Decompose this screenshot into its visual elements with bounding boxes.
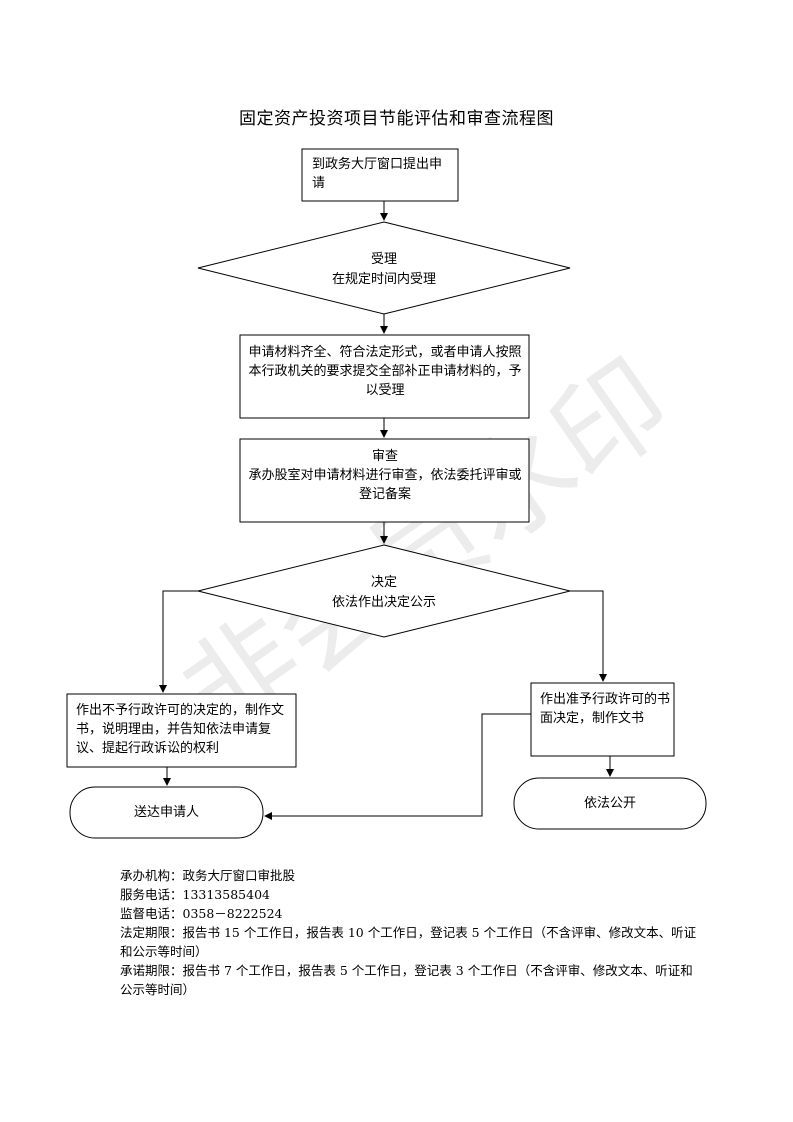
apply-text: 到政务大厅窗口提出申请 bbox=[312, 157, 443, 191]
arrow-approve-deliver bbox=[264, 713, 531, 820]
promise-term-line: 承诺期限：报告书 7 个工作日，报告表 5 个工作日，登记表 3 个工作日（不含… bbox=[120, 963, 693, 997]
supervise-phone-line: 监督电话：0358－8222524 bbox=[120, 906, 283, 921]
org-line: 承办机构：政务大厅窗口审批股 bbox=[120, 868, 296, 883]
arrow-decide-approve bbox=[570, 590, 607, 682]
publish-text: 依法公开 bbox=[583, 796, 636, 811]
materials-text: 申请材料齐全、符合法定形式，或者申请人按照本行政机关的要求提交全部补正申请材料的… bbox=[248, 345, 522, 398]
deliver-text: 送达申请人 bbox=[133, 805, 199, 820]
service-phone-line: 服务电话：13313585404 bbox=[120, 887, 270, 902]
decide-diamond bbox=[197, 544, 571, 638]
accept-desc: 在规定时间内受理 bbox=[331, 272, 436, 287]
accept-title: 受理 bbox=[370, 252, 397, 267]
approve-text: 作出准予行政许可的书面决定，制作文书 bbox=[540, 692, 671, 726]
legal-term-line: 法定期限：报告书 15 个工作日，报告表 10 个工作日，登记表 5 个工作日（… bbox=[120, 925, 697, 959]
contact-info: 承办机构：政务大厅窗口审批股 服务电话：13313585404 监督电话：035… bbox=[120, 866, 700, 999]
reject-box bbox=[66, 693, 297, 768]
review-box bbox=[239, 438, 530, 523]
approve-box bbox=[530, 682, 675, 757]
page-title: 固定资产投资项目节能评估和审查流程图 bbox=[239, 109, 554, 129]
apply-box bbox=[301, 148, 459, 202]
review-title: 审查 bbox=[371, 449, 398, 464]
reject-text: 作出不予行政许可的决定的，制作文书，说明理由，并告知依法申请复议、提起行政诉讼的… bbox=[76, 703, 285, 756]
decide-desc: 依法作出决定公示 bbox=[331, 595, 436, 610]
review-desc: 承办股室对申请材料进行审查，依法委托评审或登记备案 bbox=[248, 468, 522, 502]
deliver-terminal bbox=[69, 786, 264, 839]
publish-terminal bbox=[513, 777, 707, 830]
decide-title: 决定 bbox=[370, 575, 397, 590]
arrow-decide-reject bbox=[159, 590, 198, 693]
